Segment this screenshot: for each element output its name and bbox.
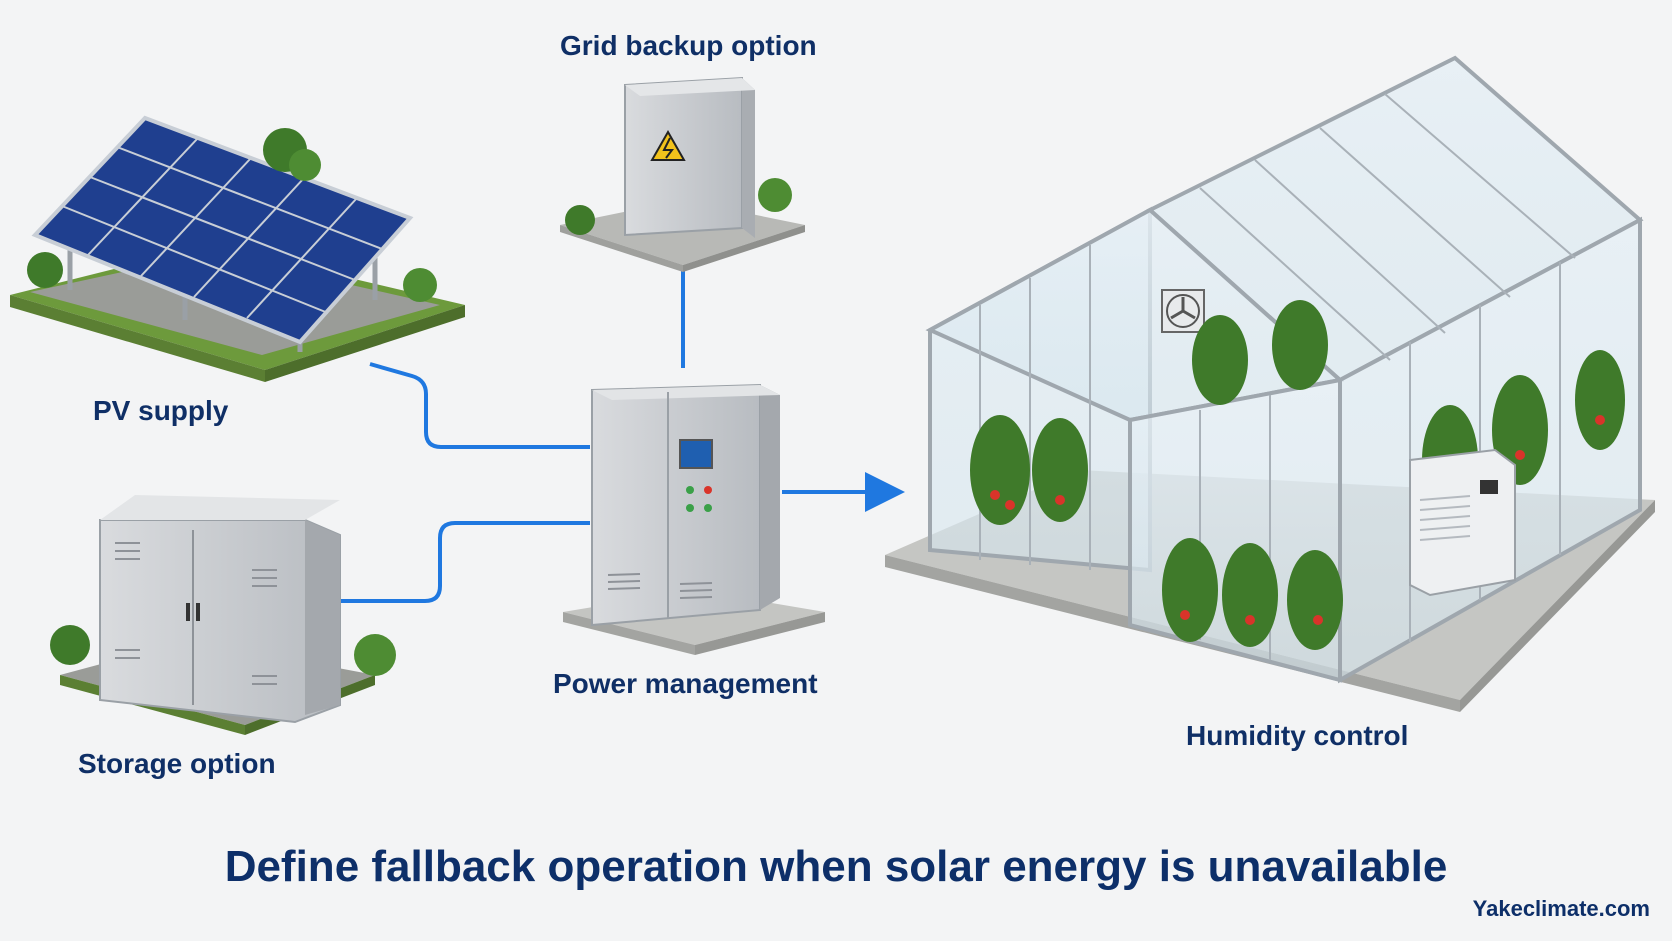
control-screen: [679, 439, 713, 469]
greenhouse-illustration: [885, 55, 1655, 712]
label-pv-supply: PV supply: [93, 395, 229, 426]
dehumidifier-unit: [1409, 448, 1516, 597]
label-humidity-control: Humidity control: [1186, 720, 1409, 751]
grid-backup-illustration: [560, 76, 805, 272]
connector-pv-to-power: [369, 362, 590, 449]
connector-lines: [340, 268, 905, 603]
exhaust-fan-icon: [1161, 289, 1205, 333]
high-voltage-warning-icon: [650, 129, 686, 161]
solar-panel-array: [31, 115, 414, 345]
pv-supply-illustration: [10, 115, 465, 382]
site-watermark: Yakeclimate.com: [1472, 896, 1650, 921]
label-storage-option: Storage option: [78, 748, 276, 779]
connector-storage-to-power: [340, 521, 590, 603]
power-management-illustration: [563, 383, 825, 655]
page-title: Define fallback operation when solar ene…: [224, 842, 1448, 891]
label-grid-backup: Grid backup option: [560, 30, 817, 61]
label-power-management: Power management: [553, 668, 818, 699]
storage-illustration: [50, 495, 396, 735]
